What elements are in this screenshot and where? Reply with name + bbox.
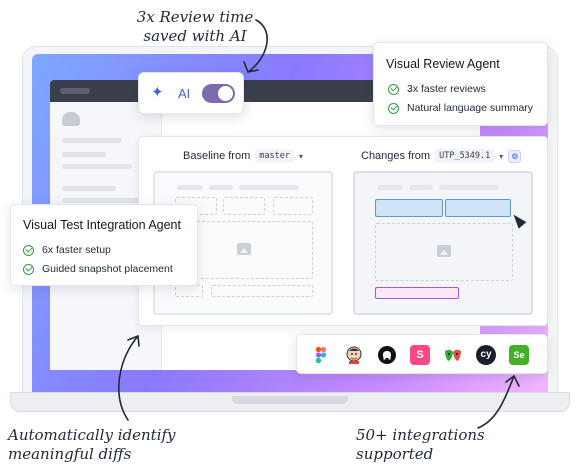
annotation-review-time-line2: saved with AI <box>143 27 247 45</box>
changes-snapshot[interactable] <box>353 171 533 315</box>
review-agent-feature: 3x faster reviews <box>388 83 486 95</box>
arrowhead-ai-toggle <box>243 61 259 73</box>
image-placeholder-icon <box>437 245 451 257</box>
annotation-review-time: 3x Review time saved with AI <box>120 8 270 46</box>
skeleton-bar <box>177 185 203 190</box>
integrations-bar: S cy Se <box>296 334 548 374</box>
cypress-icon[interactable]: cy <box>476 345 496 365</box>
test-agent-feature: Guided snapshot placement <box>23 263 173 275</box>
titlebar-pill <box>60 88 90 94</box>
jenkins-icon[interactable] <box>344 345 364 365</box>
skeleton-bar <box>209 185 233 190</box>
review-agent-title: Visual Review Agent <box>386 57 500 71</box>
check-circle-icon <box>23 244 34 256</box>
arrowhead-integrations <box>505 375 520 387</box>
check-circle-icon <box>388 102 399 114</box>
annotation-meaningful-diffs-line2: meaningful diffs <box>8 445 132 463</box>
annotation-integrations-line1: 50+ integrations <box>356 426 485 444</box>
annotation-meaningful-diffs-line1: Automatically identify <box>8 426 176 444</box>
sidebar-bar <box>62 164 132 169</box>
chevron-down-icon[interactable]: ▾ <box>499 151 504 161</box>
ai-label: AI <box>178 86 191 101</box>
baseline-branch-select[interactable]: master <box>255 149 294 163</box>
test-agent-feature: 6x faster setup <box>23 244 111 256</box>
annotation-meaningful-diffs: Automatically identify meaningful diffs <box>8 426 208 464</box>
figma-icon[interactable] <box>311 345 331 365</box>
laptop-notch <box>232 396 348 404</box>
feature-text: 6x faster setup <box>42 244 111 256</box>
skeleton-bar <box>377 185 403 190</box>
settings-icon[interactable]: ⚙ <box>508 149 522 163</box>
playwright-icon[interactable] <box>443 345 463 365</box>
changes-branch-select[interactable]: UTP_5349.1 <box>435 149 495 163</box>
skeleton-bar <box>439 185 499 190</box>
test-agent-title: Visual Test Integration Agent <box>23 218 181 232</box>
sidebar-bar <box>62 198 142 203</box>
arrow-to-integrations <box>477 375 515 429</box>
sparkle-icon: ✦ <box>151 84 164 101</box>
annotation-integrations: 50+ integrations supported <box>356 426 536 464</box>
comparison-panel: Baseline from master ▾ Changes from UTP_… <box>138 136 548 326</box>
sidebar-logo-icon <box>62 112 80 126</box>
baseline-header: Baseline from master ▾ <box>183 149 303 163</box>
sidebar-bar <box>62 186 116 191</box>
skeleton-block <box>223 197 265 215</box>
arrow-to-ai-toggle <box>247 19 268 73</box>
sidebar-bar <box>62 138 122 143</box>
storybook-icon[interactable]: S <box>410 345 430 365</box>
arrow-to-diffs <box>118 335 139 421</box>
arrowhead-diffs <box>127 335 140 347</box>
skeleton-block <box>211 285 313 297</box>
toggle-knob <box>218 86 233 101</box>
baseline-label: Baseline from <box>183 150 251 162</box>
feature-text: Natural language summary <box>407 102 534 114</box>
skeleton-bar <box>409 185 433 190</box>
changes-header: Changes from UTP_5349.1 ▾ ⚙ <box>361 149 522 163</box>
selenium-icon[interactable]: Se <box>509 345 529 365</box>
feature-text: Guided snapshot placement <box>42 263 173 275</box>
test-agent-card: Visual Test Integration Agent 6x faster … <box>10 204 198 286</box>
skeleton-bar <box>239 185 299 190</box>
chevron-down-icon[interactable]: ▾ <box>298 151 303 161</box>
diff-highlight-bottom[interactable] <box>375 287 459 299</box>
review-agent-feature: Natural language summary <box>388 102 533 114</box>
skeleton-image-block <box>375 223 513 281</box>
diff-highlight-right[interactable] <box>445 199 511 217</box>
sidebar-bar <box>62 152 106 157</box>
ai-toggle-card: ✦ AI <box>138 72 244 114</box>
check-circle-icon <box>388 83 399 95</box>
image-placeholder-icon <box>237 243 251 255</box>
ai-toggle[interactable] <box>202 84 235 103</box>
feature-text: 3x faster reviews <box>407 83 486 95</box>
check-circle-icon <box>23 263 34 275</box>
changes-label: Changes from <box>361 150 431 162</box>
diff-highlight-left[interactable] <box>375 199 443 217</box>
skeleton-block <box>273 197 313 215</box>
annotation-review-time-line1: 3x Review time <box>136 8 254 26</box>
annotation-integrations-line2: supported <box>356 445 434 463</box>
review-agent-card: Visual Review Agent 3x faster reviews Na… <box>373 42 548 126</box>
github-icon[interactable] <box>377 345 397 365</box>
